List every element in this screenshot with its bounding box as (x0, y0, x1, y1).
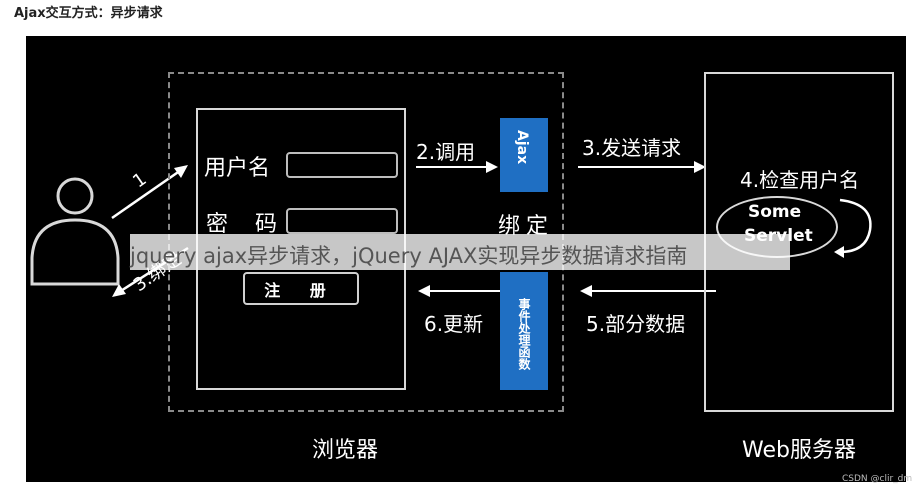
step6-label: 6.更新 (424, 312, 484, 336)
step5-label: 5.部分数据 (586, 312, 686, 336)
password-field[interactable] (286, 208, 398, 234)
ajax-label: Ajax (514, 130, 530, 165)
browser-caption: 浏览器 (312, 438, 379, 463)
ajax-box (500, 118, 548, 192)
overlay-caption: jquery ajax异步请求，jQuery AJAX实现异步数据请求指南 (130, 244, 688, 268)
loop-arrow-icon (834, 198, 872, 258)
caption-overlay (130, 234, 790, 270)
user-icon (30, 177, 120, 286)
partial-data-arrow (580, 285, 716, 297)
step2-label: 2.调用 (416, 140, 476, 164)
step3-send-label: 3.发送请求 (582, 136, 682, 160)
step4-label: 4.检查用户名 (740, 168, 860, 192)
event-handler-label: 事件处理函数 (517, 298, 531, 370)
register-button[interactable]: 注 册 (243, 272, 359, 305)
username-label: 用户名 (204, 156, 271, 181)
watermark: CSDN @clir_dm (842, 474, 913, 484)
servlet-line1: Some (748, 202, 802, 222)
send-arrow (578, 161, 706, 173)
password-label: 密 码 (206, 212, 287, 237)
server-caption: Web服务器 (742, 438, 856, 463)
page-heading: Ajax交互方式：异步请求 (14, 6, 163, 21)
update-arrow (418, 285, 500, 297)
username-field[interactable] (286, 152, 398, 178)
event-handler-box (500, 272, 548, 390)
call-arrow (416, 161, 498, 173)
